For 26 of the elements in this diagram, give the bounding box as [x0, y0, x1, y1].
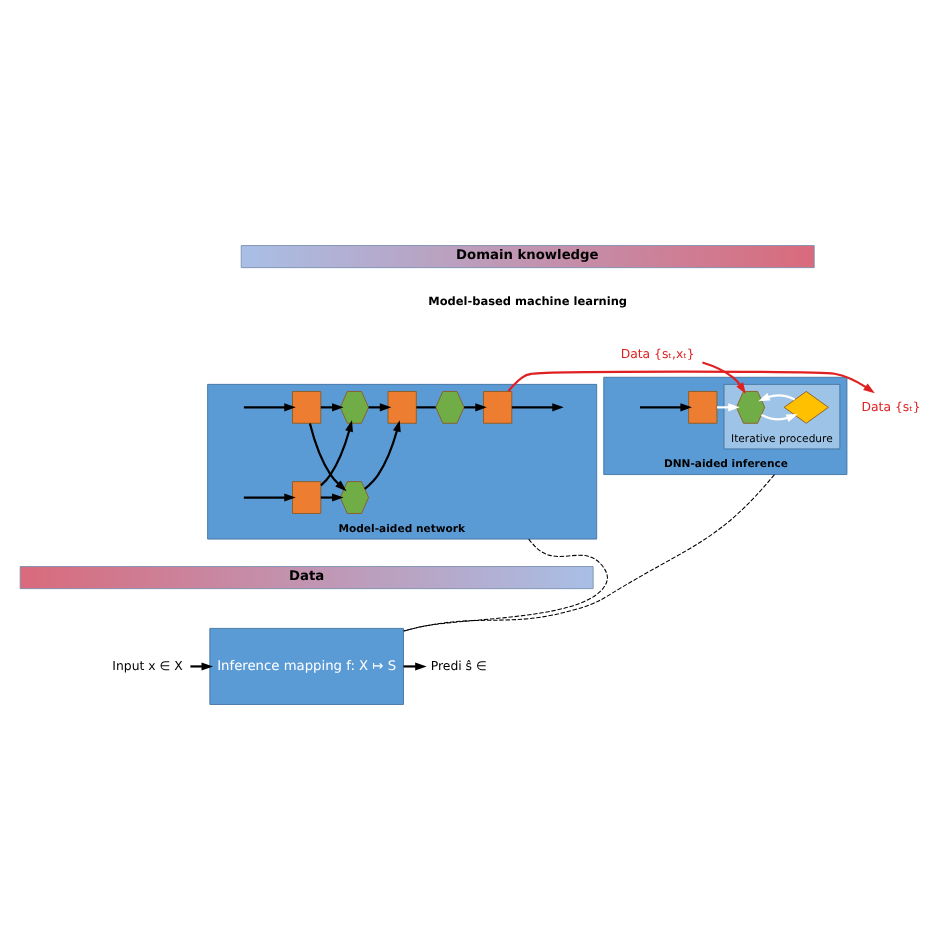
node-box	[483, 390, 513, 423]
connector	[403, 537, 608, 631]
arrow	[320, 492, 344, 501]
connector	[416, 405, 436, 408]
arrow	[320, 419, 353, 486]
node-box	[688, 390, 718, 423]
arrow	[507, 369, 875, 393]
arrow	[640, 402, 692, 411]
arrow	[760, 412, 798, 421]
node-box	[292, 480, 322, 513]
node-box	[292, 390, 322, 423]
node-hexagon	[735, 390, 766, 423]
arrow	[243, 492, 296, 501]
arrow	[364, 419, 401, 489]
arrow	[702, 360, 746, 393]
arrow	[243, 402, 296, 411]
arrow	[308, 422, 347, 491]
node-hexagon	[435, 390, 465, 423]
arrow	[758, 391, 796, 401]
arrow	[403, 661, 427, 670]
arrow	[190, 661, 214, 670]
node-box	[387, 390, 417, 423]
arrow	[511, 402, 564, 411]
node-hexagon	[339, 480, 369, 513]
node-hexagon	[339, 390, 369, 423]
connector	[402, 473, 775, 631]
